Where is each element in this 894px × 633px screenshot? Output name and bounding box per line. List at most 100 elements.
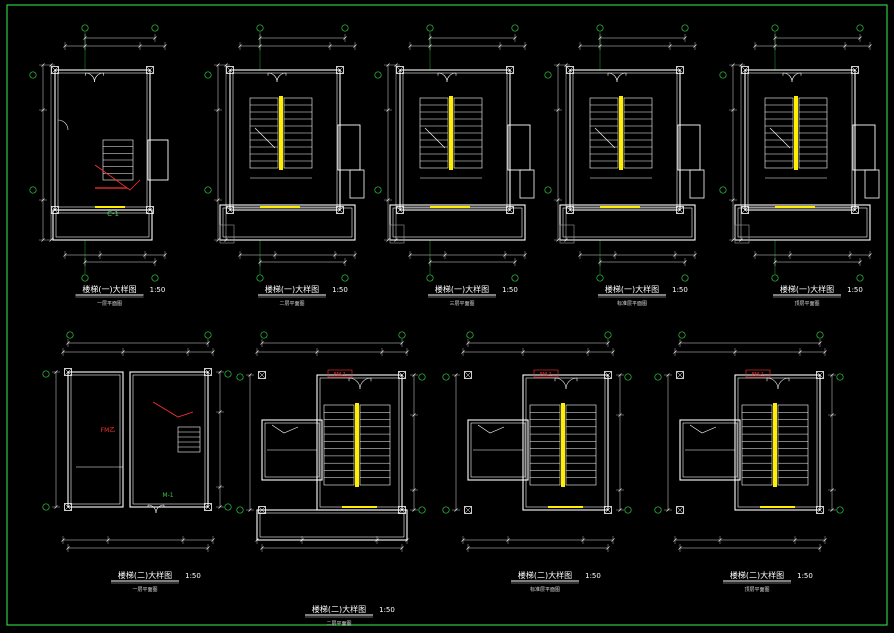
side-room-walls bbox=[261, 419, 323, 481]
hatched-wall bbox=[389, 224, 405, 244]
dimension-line bbox=[66, 544, 210, 552]
stair-flight bbox=[359, 404, 391, 486]
axis-bubble bbox=[654, 373, 662, 381]
axis-bubble bbox=[151, 24, 159, 32]
stair-flight bbox=[798, 97, 828, 169]
dimension-line bbox=[428, 34, 517, 42]
dimension-line bbox=[828, 373, 836, 512]
annotation-leader bbox=[152, 401, 194, 418]
duct-walls bbox=[864, 169, 880, 199]
door-swing bbox=[782, 72, 802, 83]
stairwell-walls bbox=[129, 371, 209, 508]
door-tag-box bbox=[533, 369, 559, 378]
dimension-line bbox=[260, 339, 404, 347]
center-wall-marker bbox=[449, 96, 453, 170]
stair-flight bbox=[589, 97, 619, 169]
column bbox=[566, 206, 574, 214]
shaft-walls bbox=[507, 124, 531, 171]
plan-subtitle: 一层平面图 bbox=[132, 587, 157, 593]
axis-bubble bbox=[442, 506, 450, 514]
center-wall-marker bbox=[773, 403, 777, 487]
center-wall-marker bbox=[279, 96, 283, 170]
axis-bubble bbox=[426, 274, 434, 282]
axis-bubble bbox=[224, 503, 232, 511]
axis-bubble bbox=[624, 373, 632, 381]
axis-bubble bbox=[856, 274, 864, 282]
column bbox=[396, 206, 404, 214]
dimension-line bbox=[61, 536, 215, 544]
column bbox=[741, 206, 749, 214]
stair-flight bbox=[102, 139, 134, 181]
column bbox=[506, 66, 514, 74]
axis-bubble bbox=[624, 506, 632, 514]
door-swing bbox=[85, 72, 104, 83]
axis-bubble bbox=[681, 24, 689, 32]
column bbox=[51, 66, 59, 74]
stair-flight bbox=[565, 404, 597, 486]
dimension-line bbox=[428, 258, 517, 266]
axis-bubble bbox=[204, 331, 212, 339]
cut-line bbox=[689, 424, 717, 434]
column bbox=[336, 206, 344, 214]
door-swing bbox=[267, 72, 287, 83]
dimension-line bbox=[678, 544, 822, 552]
dimension-line bbox=[554, 63, 562, 242]
plan-subtitle: 三层平面图 bbox=[449, 301, 474, 307]
axis-bubble bbox=[596, 274, 604, 282]
plan-scale: 1:50 bbox=[332, 286, 348, 294]
window-tag: C-1 bbox=[107, 210, 119, 218]
stair-flight bbox=[249, 97, 279, 169]
axis-bubble bbox=[511, 24, 519, 32]
dimension-line bbox=[664, 373, 672, 512]
shaft-walls bbox=[677, 124, 701, 171]
stair-flight bbox=[419, 97, 449, 169]
axis-bubble bbox=[719, 71, 727, 79]
dimension-line bbox=[384, 63, 392, 242]
dimension-line bbox=[260, 544, 404, 552]
center-wall-marker bbox=[561, 403, 565, 487]
plan-subtitle: 标准层平面图 bbox=[530, 586, 560, 593]
dimension-line bbox=[63, 42, 167, 50]
axis-bubble bbox=[466, 331, 474, 339]
column bbox=[464, 506, 472, 514]
dimension-line bbox=[673, 536, 827, 544]
axis-bubble bbox=[544, 71, 552, 79]
dimension-line bbox=[246, 373, 254, 512]
dimension-line bbox=[408, 42, 527, 50]
door-tag-box bbox=[745, 369, 771, 378]
axis-bubble bbox=[341, 274, 349, 282]
dimension-line bbox=[410, 373, 418, 512]
dimension-line bbox=[392, 63, 400, 242]
door-swing bbox=[147, 504, 165, 514]
axis-bubble bbox=[426, 24, 434, 32]
axis-bubble bbox=[771, 24, 779, 32]
column bbox=[676, 506, 684, 514]
dimension-line bbox=[214, 63, 222, 242]
door-swing bbox=[554, 377, 578, 390]
axis-bubble bbox=[66, 331, 74, 339]
dimension-line bbox=[255, 348, 409, 356]
center-wall-marker bbox=[619, 96, 623, 170]
duct-walls bbox=[349, 169, 365, 199]
door-tag: FM乙 bbox=[101, 427, 116, 434]
dimension-line bbox=[598, 258, 687, 266]
stair-flight bbox=[777, 404, 809, 486]
plan-title: 楼梯(一)大样图 bbox=[780, 284, 834, 294]
plan-subtitle: 二层平面图 bbox=[279, 301, 304, 307]
dimension-line bbox=[452, 373, 460, 512]
axis-bubble bbox=[224, 370, 232, 378]
plan-scale: 1:50 bbox=[585, 572, 601, 580]
axis-bubble bbox=[256, 274, 264, 282]
stairwell-walls bbox=[522, 374, 609, 511]
axis-bubble bbox=[81, 24, 89, 32]
